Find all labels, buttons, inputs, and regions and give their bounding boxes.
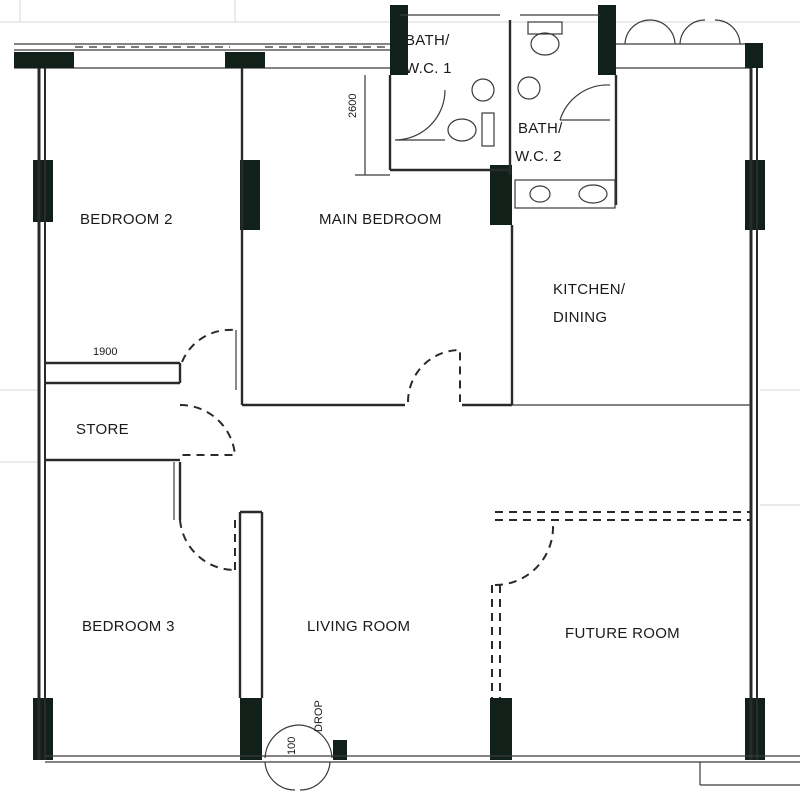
top-window-band xyxy=(14,19,750,69)
main-bedroom-label: MAIN BEDROOM xyxy=(319,211,442,228)
bath-depth-dimension: 2600 xyxy=(347,94,359,118)
bedroom-3-label: BEDROOM 3 xyxy=(82,618,175,635)
store-partitions xyxy=(45,328,264,698)
future-room-partition xyxy=(491,511,751,698)
bath-wc-1-label-line2: W.C. 1 xyxy=(405,60,452,77)
kitchen-dining-label-line2: DINING xyxy=(553,309,607,326)
refuse-chute-label: DROP xyxy=(313,700,325,732)
store-label: STORE xyxy=(76,421,129,438)
bedroom-2-label: BEDROOM 2 xyxy=(80,211,173,228)
future-room-label: FUTURE ROOM xyxy=(565,625,680,642)
refuse-chute-number: 100 xyxy=(286,737,298,755)
bath-dimension-line xyxy=(355,75,390,176)
bath-wc-2-label-line1: BATH/ xyxy=(518,120,563,137)
main-entrance-door xyxy=(264,724,333,791)
exterior-walls xyxy=(37,68,800,786)
kitchen-dining-label-line1: KITCHEN/ xyxy=(553,281,626,298)
bathroom-block xyxy=(388,14,618,209)
main-bedroom-walls xyxy=(240,68,751,407)
living-room-label: LIVING ROOM xyxy=(307,618,410,635)
bath-wc-1-label-line1: BATH/ xyxy=(405,32,450,49)
store-width-dimension: 1900 xyxy=(93,346,117,358)
bath-wc-2-label-line2: W.C. 2 xyxy=(515,148,562,165)
